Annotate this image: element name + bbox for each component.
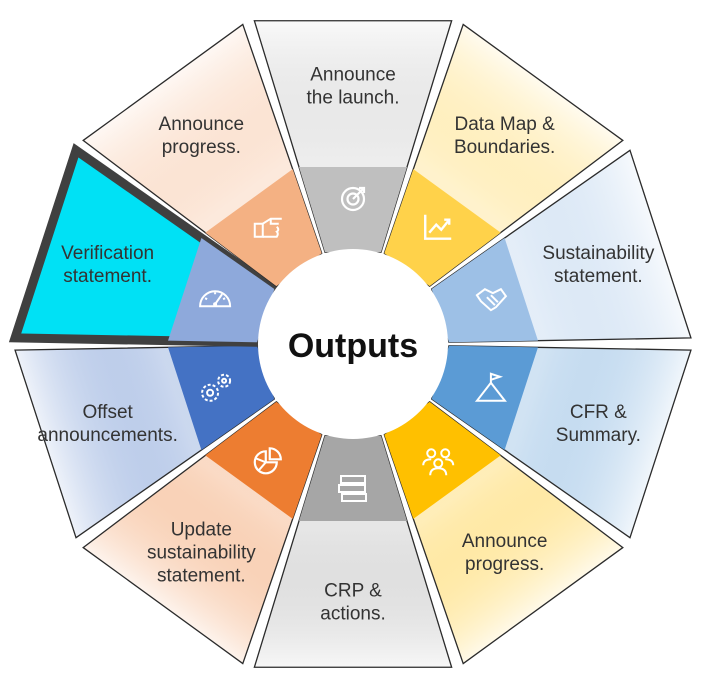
segment-label-line: progress.: [465, 554, 544, 575]
segment-label-line: Announce: [159, 114, 245, 135]
segment-label-line: statement.: [554, 266, 643, 287]
segment-band-5: [384, 401, 501, 519]
gears-icon: [201, 373, 232, 402]
segment-label-line: Data Map &: [454, 114, 555, 135]
segment-label-line: Boundaries.: [454, 137, 555, 158]
segment-label-line: Sustainability: [542, 243, 654, 264]
segment-label-line: statement.: [63, 266, 152, 287]
segment-label-2: Data Map &Boundaries.: [454, 114, 555, 158]
segment-label-line: CFR &: [570, 402, 627, 423]
team-icon: [422, 448, 455, 476]
segment-band-8: [168, 345, 275, 451]
pointing-hand-icon: [253, 217, 282, 238]
segment-band-6: [299, 435, 407, 521]
books-icon: [338, 475, 367, 502]
segment-label-line: Summary.: [556, 425, 641, 446]
mountain-flag-icon: [474, 372, 507, 402]
segment-label-4: CFR &Summary.: [556, 402, 641, 446]
segment-label-line: the launch.: [307, 88, 400, 109]
segment-label-line: Announce: [310, 65, 396, 86]
segment-label-line: CRP &: [324, 581, 382, 602]
segment-band-4: [431, 345, 538, 451]
segment-label-line: announcements.: [37, 425, 178, 446]
segment-label-line: Offset: [82, 402, 133, 423]
handshake-icon: [475, 287, 508, 312]
segment-band-9: [168, 237, 275, 343]
segment-label-line: Verification: [61, 243, 154, 264]
segment-label-line: Update: [171, 520, 232, 541]
pie-chart-icon: [253, 447, 282, 475]
segment-label-line: Announce: [462, 531, 548, 552]
gauge-icon: [199, 290, 232, 308]
segment-label-6: CRP &actions.: [320, 581, 385, 625]
target-icon: [340, 186, 366, 212]
trend-chart-icon: [424, 214, 452, 240]
center-title: Outputs: [288, 327, 418, 365]
segment-label-line: progress.: [162, 137, 241, 158]
segment-label-line: sustainability: [147, 543, 256, 564]
segment-label-line: actions.: [320, 604, 385, 625]
center-circle: [258, 249, 448, 439]
segment-label-line: statement.: [157, 566, 246, 587]
